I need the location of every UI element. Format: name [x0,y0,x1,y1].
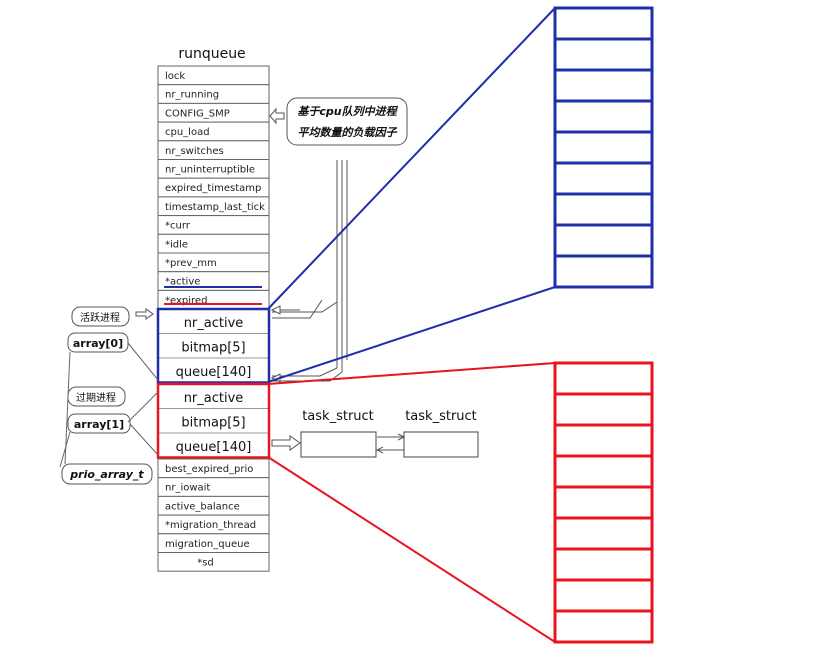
active-label-box [71,306,130,327]
rq-field-label: CONFIG_SMP [165,108,230,119]
expired-prio-array: nr_active bitmap[5] queue[140] [156,382,271,459]
active-arrow-icon [135,308,154,320]
rq-field-label: *prev_mm [165,258,217,269]
rq-field-label: *idle [165,239,188,250]
array-field-label: nr_active [184,316,244,331]
task-struct-box-2 [403,431,479,458]
task-struct-box-1 [300,431,377,458]
rq-field-label: active_balance [165,501,240,512]
queue-column [553,361,654,644]
rq-field-label: cpu_load [165,127,210,138]
rq-field-label: nr_uninterruptible [165,165,255,176]
projection-lines [267,7,556,643]
runqueue-fields-bottom: best_expired_prio nr_iowait active_balance… [157,458,270,572]
rq-field-label: migration_queue [165,539,250,550]
rq-field-label: nr_switches [165,146,224,157]
runqueue-title: runqueue [178,46,245,62]
rq-field-label: expired_timestamp [165,183,261,194]
task-struct-label-1: task_struct [302,409,374,424]
rq-field-row [157,552,270,572]
rq-field-label: timestamp_last_tick [165,202,265,213]
rq-field-label: nr_running [165,90,219,101]
prev-link-icon [375,446,404,454]
array-field-label: queue[140] [176,365,252,380]
load-factor-callout: 基于cpu队列中进程 平均数量的负载因子 [269,97,408,146]
rq-field-label: *expired [165,295,207,306]
left-connectors [59,342,159,468]
array0-box [67,332,129,353]
callout-arrow-icon [269,107,285,125]
active-label: 活跃进程 [80,312,120,324]
array-border [156,307,271,384]
array-field-label: bitmap[5] [181,341,245,356]
array0-label: array[0] [73,337,123,350]
prio-array-t-label: prio_array_t [69,468,144,481]
task-struct-label-2: task_struct [405,409,477,424]
rq-field-label: *sd [197,558,214,569]
active-prio-array: nr_active bitmap[5] queue[140] [156,307,271,384]
expired-label: 过期进程 [76,391,116,404]
rq-field-label: nr_iowait [165,483,210,494]
rq-field-label: *migration_thread [165,520,256,531]
queue-to-task-arrow-icon [271,435,301,451]
load-note-line1: 基于cpu队列中进程 [297,105,398,118]
array-field-label: nr_active [184,391,244,406]
rq-field-label: *active [165,277,200,288]
load-note-line2: 平均数量的负载因子 [298,126,398,139]
arrow-head-icon [270,305,281,315]
array-field-label: bitmap[5] [181,416,245,431]
next-link-icon [377,433,406,441]
array1-box [67,413,131,434]
rq-field-label: lock [165,71,185,82]
expired-queue-slots [553,361,654,644]
left-labels: 活跃进程 array[0] 过期进程 array[1] prio_array_t [61,306,154,485]
callout-box [286,97,408,146]
queue-column [553,6,654,289]
array-border [156,382,271,459]
active-queue-slots [553,6,654,289]
array-field-label: queue[140] [176,440,252,455]
pointer-tracks [272,160,348,382]
rq-field-label: *curr [165,221,191,232]
prio-array-t-box [61,463,153,485]
rq-field-label: best_expired_prio [165,464,253,475]
task-struct-list: task_struct task_struct [271,409,479,458]
array1-label: array[1] [74,418,124,431]
